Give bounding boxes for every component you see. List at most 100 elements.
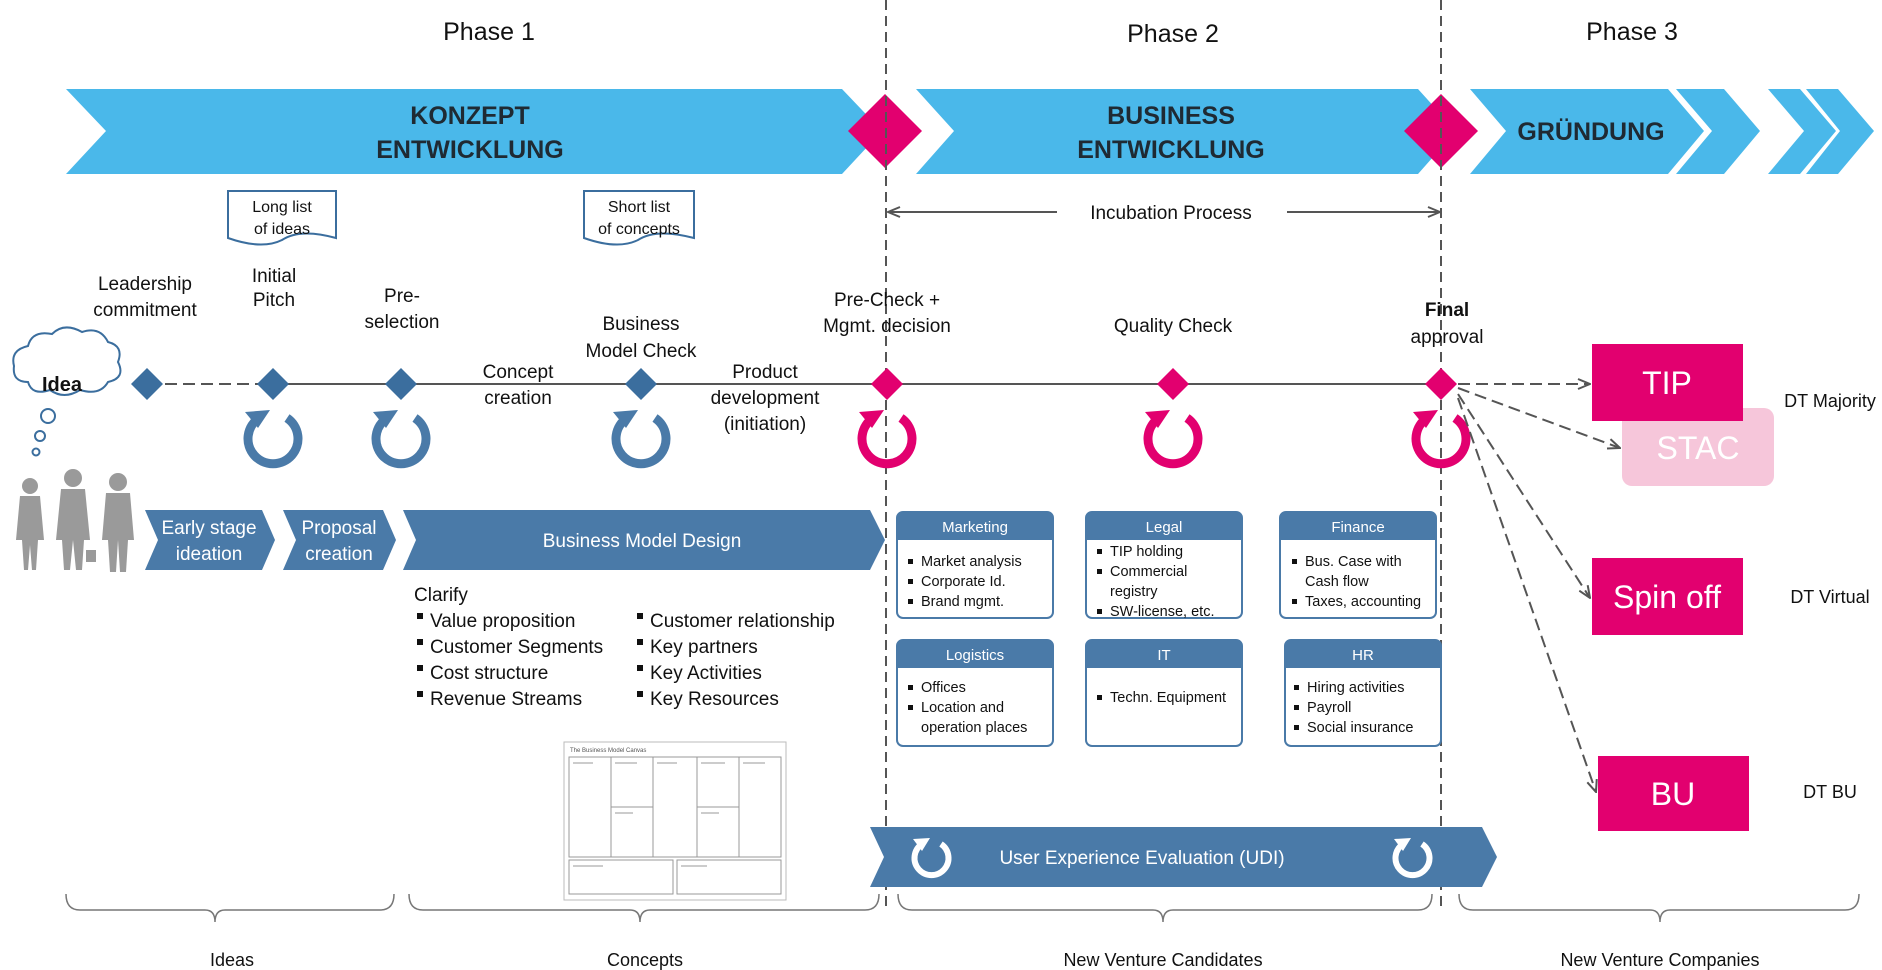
- logistics-item: Offices: [921, 680, 966, 696]
- bmd-label: Business Model Design: [543, 531, 742, 552]
- spinoff-box: [1592, 558, 1743, 635]
- early-stage-label-1: Early stage: [161, 518, 256, 539]
- precheck-label-2: Mgmt. decision: [823, 316, 951, 337]
- hr-title: HR: [1352, 647, 1374, 664]
- clarify-item: Customer relationship: [650, 611, 835, 632]
- clarify-item: Key Resources: [650, 689, 779, 710]
- precheck-label-1: Pre-Check +: [834, 290, 940, 311]
- cycle-icon-final: [1411, 410, 1471, 469]
- bu-label: BU: [1651, 776, 1695, 812]
- it-items: Techn. Equipment: [1097, 690, 1226, 706]
- legal-item: Commercial: [1110, 564, 1187, 580]
- it-item: Techn. Equipment: [1110, 690, 1226, 706]
- marketing-title: Marketing: [942, 519, 1008, 536]
- it-box: [1085, 639, 1243, 747]
- hr-items: Hiring activities Payroll Social insuran…: [1294, 680, 1413, 736]
- clarify-col2: Customer relationship Key partners Key A…: [637, 611, 835, 710]
- cycle-icon-quality: [1143, 410, 1203, 469]
- product-dev-label-3: (initiation): [724, 414, 806, 435]
- gruendung-title: GRÜNDUNG: [1517, 117, 1664, 146]
- logistics-item: Location and: [921, 700, 1004, 716]
- product-dev-label-2: development: [711, 388, 821, 409]
- konzept-title-1: KONZEPT: [410, 102, 529, 130]
- tip-box: [1592, 344, 1743, 421]
- product-dev-label-1: Product: [732, 362, 798, 383]
- long-list-doc-icon: [227, 190, 337, 246]
- finance-box: [1279, 511, 1437, 619]
- milestone-leadership-diamond: [131, 368, 163, 400]
- arrow-to-bu: [1457, 397, 1596, 792]
- hr-item: Payroll: [1307, 700, 1351, 716]
- finance-item: Bus. Case with: [1305, 554, 1402, 570]
- milestone-bmcheck-diamond: [625, 368, 657, 400]
- marketing-item: Market analysis: [921, 554, 1022, 570]
- proposal-chevron: [283, 510, 396, 570]
- long-list-text-1: Long list: [252, 199, 312, 216]
- udi-label: User Experience Evaluation (UDI): [999, 848, 1284, 869]
- legal-item: TIP holding: [1110, 544, 1183, 560]
- legal-items: TIP holding Commercial registry SW-licen…: [1097, 544, 1215, 620]
- concept-creation-label-2: creation: [484, 388, 552, 409]
- initial-pitch-label-1: Initial: [252, 266, 296, 287]
- stac-label: STAC: [1657, 430, 1740, 466]
- legal-title: Legal: [1146, 519, 1183, 536]
- finance-title: Finance: [1331, 519, 1384, 536]
- bottom-label-companies: New Venture Companies: [1560, 950, 1759, 970]
- hr-item: Social insurance: [1307, 720, 1413, 736]
- marketing-box: [896, 511, 1054, 619]
- marketing-item: Corporate Id.: [921, 574, 1006, 590]
- preselection-label-1: Pre-: [384, 286, 420, 307]
- people-icon: [16, 469, 134, 572]
- clarify-item: Value proposition: [430, 611, 575, 632]
- cycle-icon-bmcheck: [611, 410, 671, 469]
- marketing-items: Market analysis Corporate Id. Brand mgmt…: [908, 554, 1022, 610]
- legal-box: [1085, 511, 1243, 619]
- finance-item: Cash flow: [1305, 574, 1369, 590]
- dt-virtual-label: DT Virtual: [1790, 587, 1869, 607]
- milestone-quality-diamond: [1157, 368, 1189, 400]
- logistics-title: Logistics: [946, 647, 1004, 664]
- bm-check-label-1: Business: [602, 314, 679, 335]
- short-list-text-1: Short list: [608, 199, 671, 216]
- milestone-precheck-diamond: [871, 368, 903, 400]
- early-stage-label-2: ideation: [176, 544, 243, 565]
- milestone-final-diamond: [1425, 368, 1457, 400]
- bm-check-label-2: Model Check: [586, 341, 697, 362]
- cycle-icon-preselection: [371, 410, 431, 469]
- udi-cycle-icon-left: [911, 838, 952, 879]
- idea-label: Idea: [42, 374, 83, 396]
- legal-item: SW-license, etc.: [1110, 604, 1215, 620]
- brace-candidates: [897, 893, 1433, 923]
- clarify-col1: Value proposition Customer Segments Cost…: [417, 611, 603, 710]
- final-label-1: Final: [1425, 300, 1469, 321]
- stac-box: [1622, 408, 1774, 486]
- cycle-icon-pitch: [243, 410, 303, 469]
- business-title-1: BUSINESS: [1107, 102, 1235, 130]
- leadership-label-1: Leadership: [98, 274, 192, 295]
- it-title: IT: [1157, 647, 1170, 664]
- udi-cycle-icon-right: [1392, 838, 1433, 879]
- clarify-item: Customer Segments: [430, 637, 603, 658]
- arrow-to-spinoff: [1457, 393, 1590, 598]
- tip-label: TIP: [1642, 365, 1692, 401]
- bmd-chevron: [403, 510, 885, 570]
- legal-item: registry: [1110, 584, 1158, 600]
- bottom-label-concepts: Concepts: [607, 950, 683, 970]
- phase-3-label: Phase 3: [1586, 18, 1678, 46]
- long-list-text-2: of ideas: [254, 221, 310, 238]
- quality-check-label: Quality Check: [1114, 316, 1233, 337]
- arrow-to-stac: [1457, 387, 1620, 448]
- short-list-doc-icon: [583, 190, 695, 246]
- final-label-2: approval: [1411, 327, 1484, 348]
- brace-companies: [1458, 893, 1860, 923]
- clarify-item: Key partners: [650, 637, 758, 658]
- milestone-pitch-diamond: [257, 368, 289, 400]
- preselection-label-2: selection: [365, 312, 440, 333]
- gruendung-chevron-2: [1676, 89, 1760, 174]
- short-list-text-2: of concepts: [598, 221, 680, 238]
- clarify-item: Revenue Streams: [430, 689, 582, 710]
- business-band: [916, 89, 1456, 174]
- finance-item: Taxes, accounting: [1305, 594, 1421, 610]
- canvas-title: The Business Model Canvas: [570, 748, 646, 754]
- logistics-item: operation places: [921, 720, 1027, 736]
